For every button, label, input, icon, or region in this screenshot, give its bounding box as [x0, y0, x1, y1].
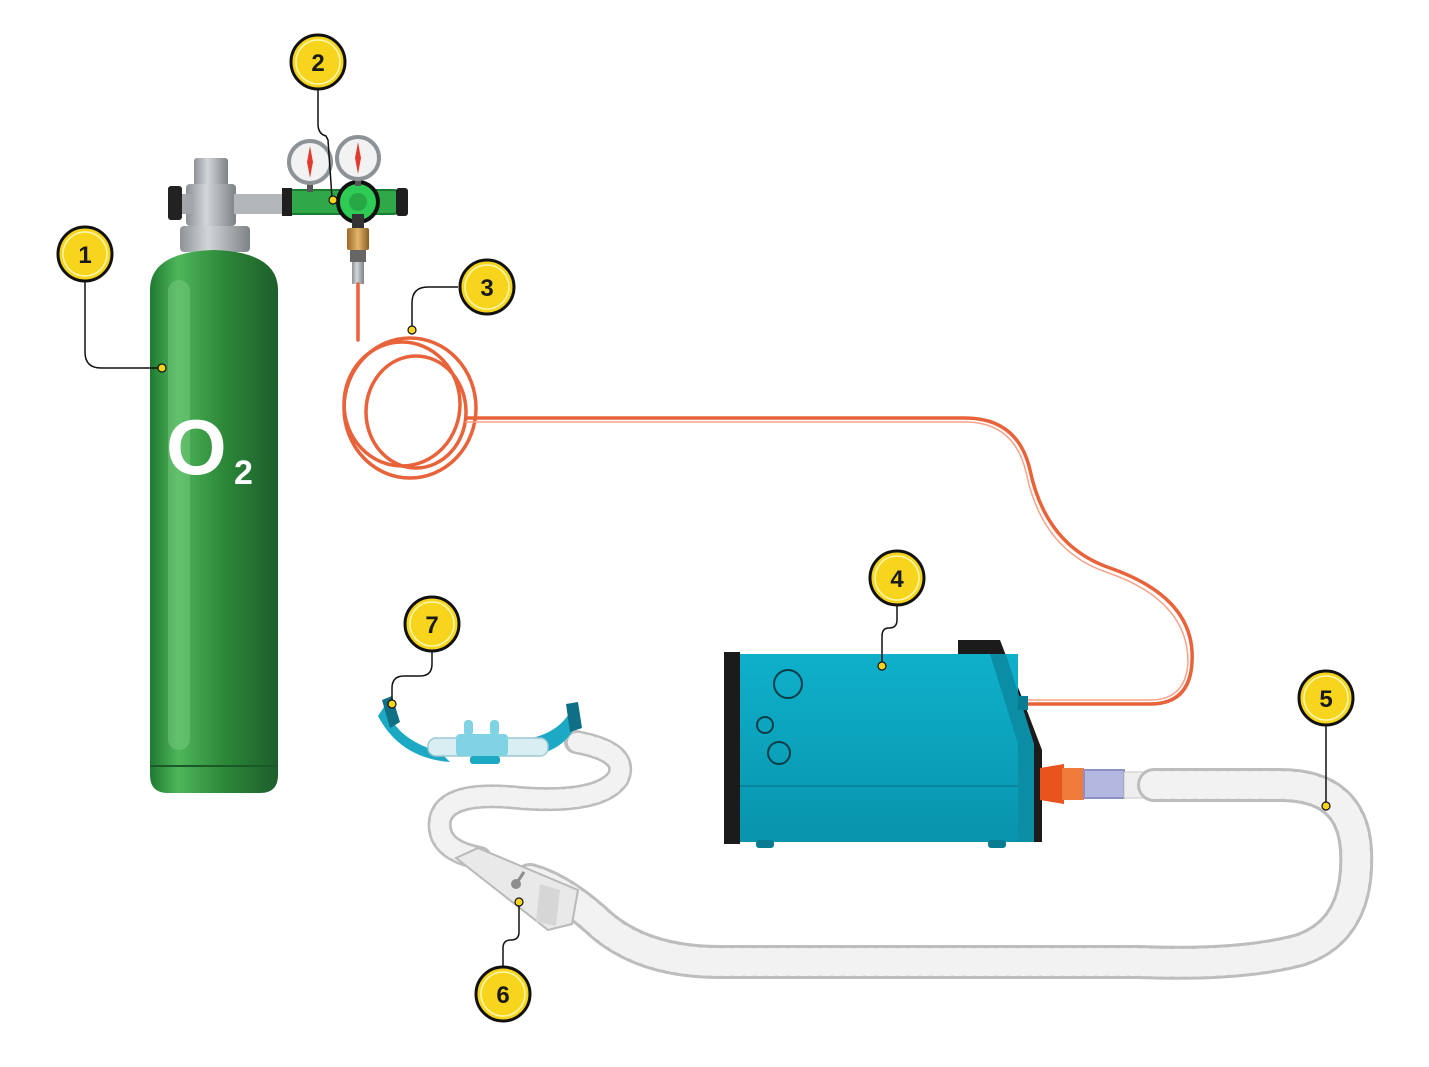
- oxygen-tubing: [342, 282, 1194, 706]
- callout-number-3: 3: [480, 275, 493, 302]
- callout-number-2: 2: [311, 50, 324, 77]
- leader-2: [317, 90, 333, 199]
- cylinder-label-2: 2: [234, 454, 253, 492]
- regulator-inlet: [282, 188, 292, 216]
- connector-body: [454, 846, 580, 932]
- callout-number-6: 6: [496, 982, 509, 1009]
- tubing-run-highlight: [465, 421, 1189, 701]
- connector-ring: [536, 884, 560, 926]
- cylinder-valve-side-right: [234, 194, 284, 214]
- dot-5: [1321, 801, 1331, 811]
- device-port-large: [773, 669, 803, 699]
- callout-badge-1: 1: [56, 225, 114, 283]
- cylinder-neck: [180, 226, 250, 252]
- leader-1: [84, 282, 162, 369]
- device-left-bezel: [724, 652, 740, 844]
- leader-3: [411, 286, 458, 330]
- device-foot-left: [756, 840, 774, 848]
- dot-1: [157, 363, 167, 373]
- nasal-cannula-body: [456, 734, 508, 756]
- breathing-circuit-hose: [427, 730, 1374, 980]
- cylinder-valve-body: [186, 184, 236, 226]
- callout-badge-6: 6: [474, 965, 532, 1023]
- hose-upper-ribs: [430, 732, 630, 868]
- leader-7: [391, 652, 433, 704]
- dot-4: [877, 661, 887, 671]
- gauge-needle-right: [355, 142, 361, 174]
- device-port-medium: [767, 741, 791, 765]
- leader-6: [502, 902, 520, 966]
- regulator-barb: [352, 262, 364, 284]
- device-foot-right: [988, 840, 1006, 848]
- callout-number-5: 5: [1319, 686, 1332, 713]
- regulator-nozzle: [350, 250, 366, 262]
- hose-main-ribs: [516, 771, 1371, 977]
- nasal-chin-pad: [470, 756, 500, 764]
- callout-badge-5: 5: [1297, 669, 1355, 727]
- cylinder-valve-top: [194, 158, 228, 188]
- tubing-coil-2: [342, 340, 462, 468]
- circuit-adapter-clear: [1083, 769, 1125, 799]
- device-oxygen-inlet: [1018, 696, 1028, 710]
- gauge-needle-left: [307, 146, 313, 178]
- flow-device: [724, 640, 1155, 848]
- regulator-knob-center: [349, 193, 367, 211]
- device-outlet-adapter: [1062, 768, 1084, 800]
- cylinder-highlight: [168, 280, 190, 750]
- dot-7: [387, 699, 397, 709]
- oxygen-regulator: [282, 135, 408, 284]
- device-front-panel: [990, 654, 1034, 842]
- callout-dots: [157, 195, 1331, 907]
- cylinder-body: [150, 250, 278, 793]
- device-outlet-orange: [1040, 764, 1064, 804]
- cylinder-label-o: O: [166, 403, 227, 491]
- callout-badge-7: 7: [403, 595, 461, 653]
- dot-6: [514, 897, 524, 907]
- callout-number-4: 4: [890, 566, 904, 593]
- callout-number-7: 7: [425, 612, 438, 639]
- dot-3: [407, 325, 417, 335]
- regulator-end-cap: [396, 188, 408, 216]
- tubing-coil-3: [364, 354, 468, 470]
- nasal-clip-right: [566, 702, 582, 732]
- cylinder-valve-knob: [168, 186, 182, 220]
- nasal-clip-left: [382, 696, 400, 728]
- regulator-outlet-stem: [352, 214, 364, 228]
- callout-badge-3: 3: [458, 258, 516, 316]
- callout-number-1: 1: [78, 242, 91, 269]
- circuit-connector: [454, 846, 580, 932]
- callout-leaders: [84, 90, 1327, 966]
- nasal-interface: [378, 696, 582, 764]
- oxygen-cylinder: O 2: [150, 158, 284, 793]
- callout-badge-4: 4: [868, 549, 926, 607]
- regulator-brass-fitting: [347, 228, 369, 250]
- device-port-small: [756, 716, 774, 734]
- callout-badge-2: 2: [289, 33, 347, 91]
- dot-2: [328, 195, 338, 205]
- device-body: [728, 654, 1018, 842]
- nasal-prong-right: [490, 720, 499, 736]
- tubing-run: [464, 416, 1194, 706]
- nasal-prong-left: [464, 720, 473, 736]
- leader-4: [881, 606, 898, 666]
- connector-port-line: [514, 871, 526, 885]
